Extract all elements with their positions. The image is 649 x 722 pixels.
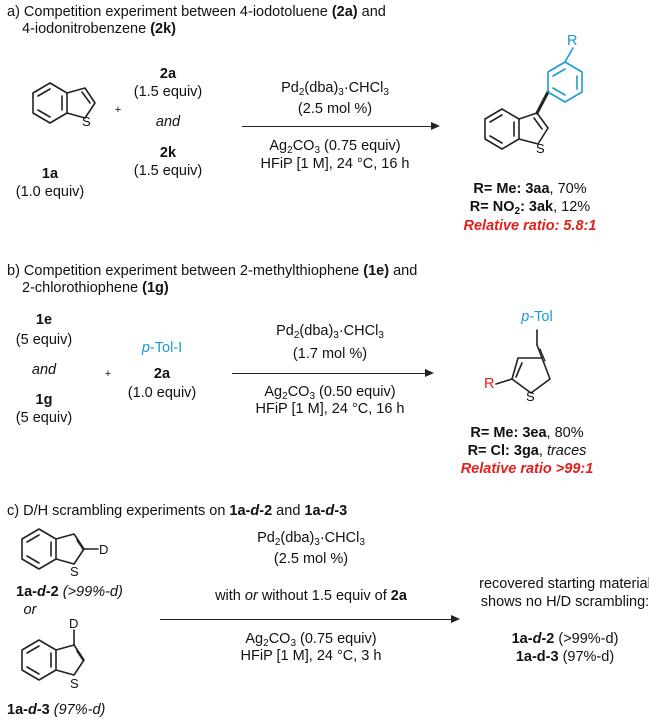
- condition-solvent-c: HFiP [1 M], 24 °C, 3 h: [240, 648, 382, 664]
- section-a-heading-line2: 4-iodonitrobenzene (2k): [22, 21, 176, 37]
- sulfur-atom-c2: S: [70, 564, 79, 579]
- reagent-2k-equiv: (1.5 equiv): [133, 163, 203, 179]
- condition-catalyst-a: Pd2(dba)3·CHCl3: [281, 80, 389, 98]
- reagent-2a-label: 2a: [159, 66, 177, 82]
- or-label-sm: or: [23, 602, 37, 618]
- condition-loading-c: (2.5 mol %): [273, 551, 349, 567]
- reaction-arrow-a: [242, 122, 440, 130]
- substrate-1g-label: 1g: [35, 392, 53, 408]
- sulfur-atom-3ea: S: [526, 389, 535, 404]
- reagent-2a-equiv-b: (1.0 equiv): [127, 385, 197, 401]
- product-b-r-label: R: [484, 376, 495, 392]
- section-c-heading: c) D/H scrambling experiments on 1a-d-2 …: [7, 503, 348, 519]
- section-b-heading-line2: 2-chlorothiophene (1g): [22, 280, 169, 296]
- section-a-heading-line1: a) Competition experiment between 4-iodo…: [7, 4, 386, 20]
- sm-1a-d-3-label: 1a-d-3 (97%-d): [7, 702, 106, 718]
- result-3ak: R= NO2: 3ak, 12%: [469, 199, 591, 217]
- outcome-item1: 1a-d-2 (>99%-d): [511, 631, 619, 647]
- substrate-1e-label: 1e: [35, 312, 53, 328]
- condition-base-a: Ag2CO3 (0.75 equiv): [269, 138, 401, 156]
- product-r-label: R: [567, 33, 578, 49]
- substrate-1g-equiv: (5 equiv): [15, 410, 73, 426]
- substrate-1a-label: 1a: [41, 166, 59, 182]
- sm-1a-d-2-label: 1a-d-2 (>99%-d): [16, 584, 123, 600]
- sulfur-atom-c3: S: [70, 676, 79, 691]
- deuterium-label-c2: D: [99, 542, 109, 557]
- substrate-1a-equiv: (1.0 equiv): [15, 184, 85, 200]
- result-3aa: R= Me: 3aa, 70%: [473, 181, 587, 197]
- condition-loading-a: (2.5 mol %): [297, 101, 373, 117]
- outcome-line1: recovered starting material: [479, 576, 649, 592]
- sulfur-atom-1a: S: [82, 114, 91, 129]
- product-ptol-label: p-Tol: [521, 309, 553, 325]
- product-3ea: [495, 329, 551, 394]
- condition-base-c: Ag2CO3 (0.75 equiv): [245, 631, 377, 649]
- relative-ratio-b: Relative ratio >99:1: [460, 461, 594, 477]
- outcome-line2: shows no H/D scrambling:: [480, 594, 649, 610]
- and-label-b: and: [31, 362, 57, 378]
- condition-catalyst-b: Pd2(dba)3·CHCl3: [276, 323, 384, 341]
- plus-sign-b: +: [104, 368, 112, 380]
- condition-loading-b: (1.7 mol %): [292, 346, 368, 362]
- sulfur-atom-3aa: S: [536, 141, 545, 156]
- deuterium-label-c3: D: [69, 616, 79, 631]
- result-3ea: R= Me: 3ea, 80%: [470, 425, 584, 441]
- benzothiophene-1a: [32, 82, 96, 124]
- condition-with-without-c: with or without 1.5 equiv of 2a: [215, 588, 407, 604]
- substrate-1e-equiv: (5 equiv): [15, 332, 73, 348]
- plus-sign-a: +: [114, 104, 122, 116]
- condition-solvent-b: HFiP [1 M], 24 °C, 16 h: [255, 401, 405, 417]
- condition-solvent-a: HFiP [1 M], 24 °C, 16 h: [260, 156, 410, 172]
- benzothiophene-1a-d-2: [21, 528, 99, 570]
- benzothiophene-1a-d-3: [21, 629, 85, 681]
- result-3ga: R= Cl: 3ga, traces: [467, 443, 587, 459]
- reaction-arrow-c: [160, 615, 460, 623]
- reagent-2a-equiv: (1.5 equiv): [133, 84, 203, 100]
- reagent-2k-label: 2k: [159, 145, 177, 161]
- reaction-arrow-b: [232, 369, 434, 377]
- section-b-heading-line1: b) Competition experiment between 2-meth…: [7, 263, 418, 279]
- relative-ratio-a: Relative ratio: 5.8:1: [463, 218, 597, 234]
- and-label-a: and: [155, 114, 181, 130]
- outcome-item2: 1a-d-3 (97%-d): [515, 649, 615, 665]
- product-3aa: [484, 47, 583, 150]
- condition-catalyst-c: Pd2(dba)3·CHCl3: [257, 530, 365, 548]
- reagent-ptol-i: p-Tol-I: [141, 340, 183, 356]
- condition-base-b: Ag2CO3 (0.50 equiv): [264, 384, 396, 402]
- reagent-2a-label-b: 2a: [153, 366, 171, 382]
